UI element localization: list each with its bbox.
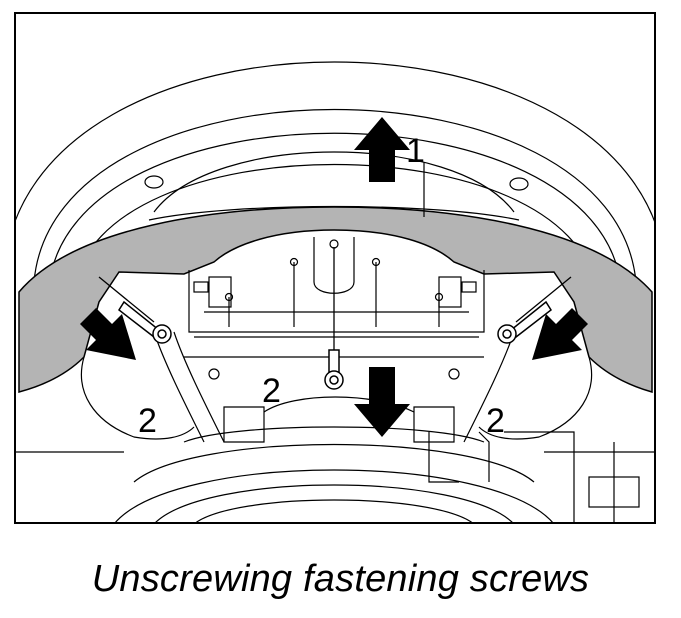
callout-screw-left: 2 [138, 402, 157, 440]
clip-mark-right [509, 177, 529, 191]
arrow-diagonal-icon [80, 308, 136, 360]
diagram-svg: 1 2 2 2 [14, 12, 656, 524]
column-cover-arcs [14, 61, 656, 293]
callout-screw-right: 2 [486, 402, 505, 440]
arrow-diagonal-icon [532, 308, 588, 360]
steering-column-lower [14, 396, 656, 524]
callout-screw-center: 2 [262, 372, 281, 410]
figure-caption: Unscrewing fastening screws [91, 558, 590, 600]
trim-panel [18, 206, 653, 393]
screw-icon [98, 247, 572, 390]
callout-part-1: 1 [406, 132, 425, 170]
arrow-up-icon [354, 117, 410, 182]
clip-mark-left [144, 175, 164, 189]
arrow-down-icon [354, 367, 410, 437]
mounting-bracket [184, 237, 485, 380]
installation-diagram: 1 2 2 2 [14, 12, 656, 524]
